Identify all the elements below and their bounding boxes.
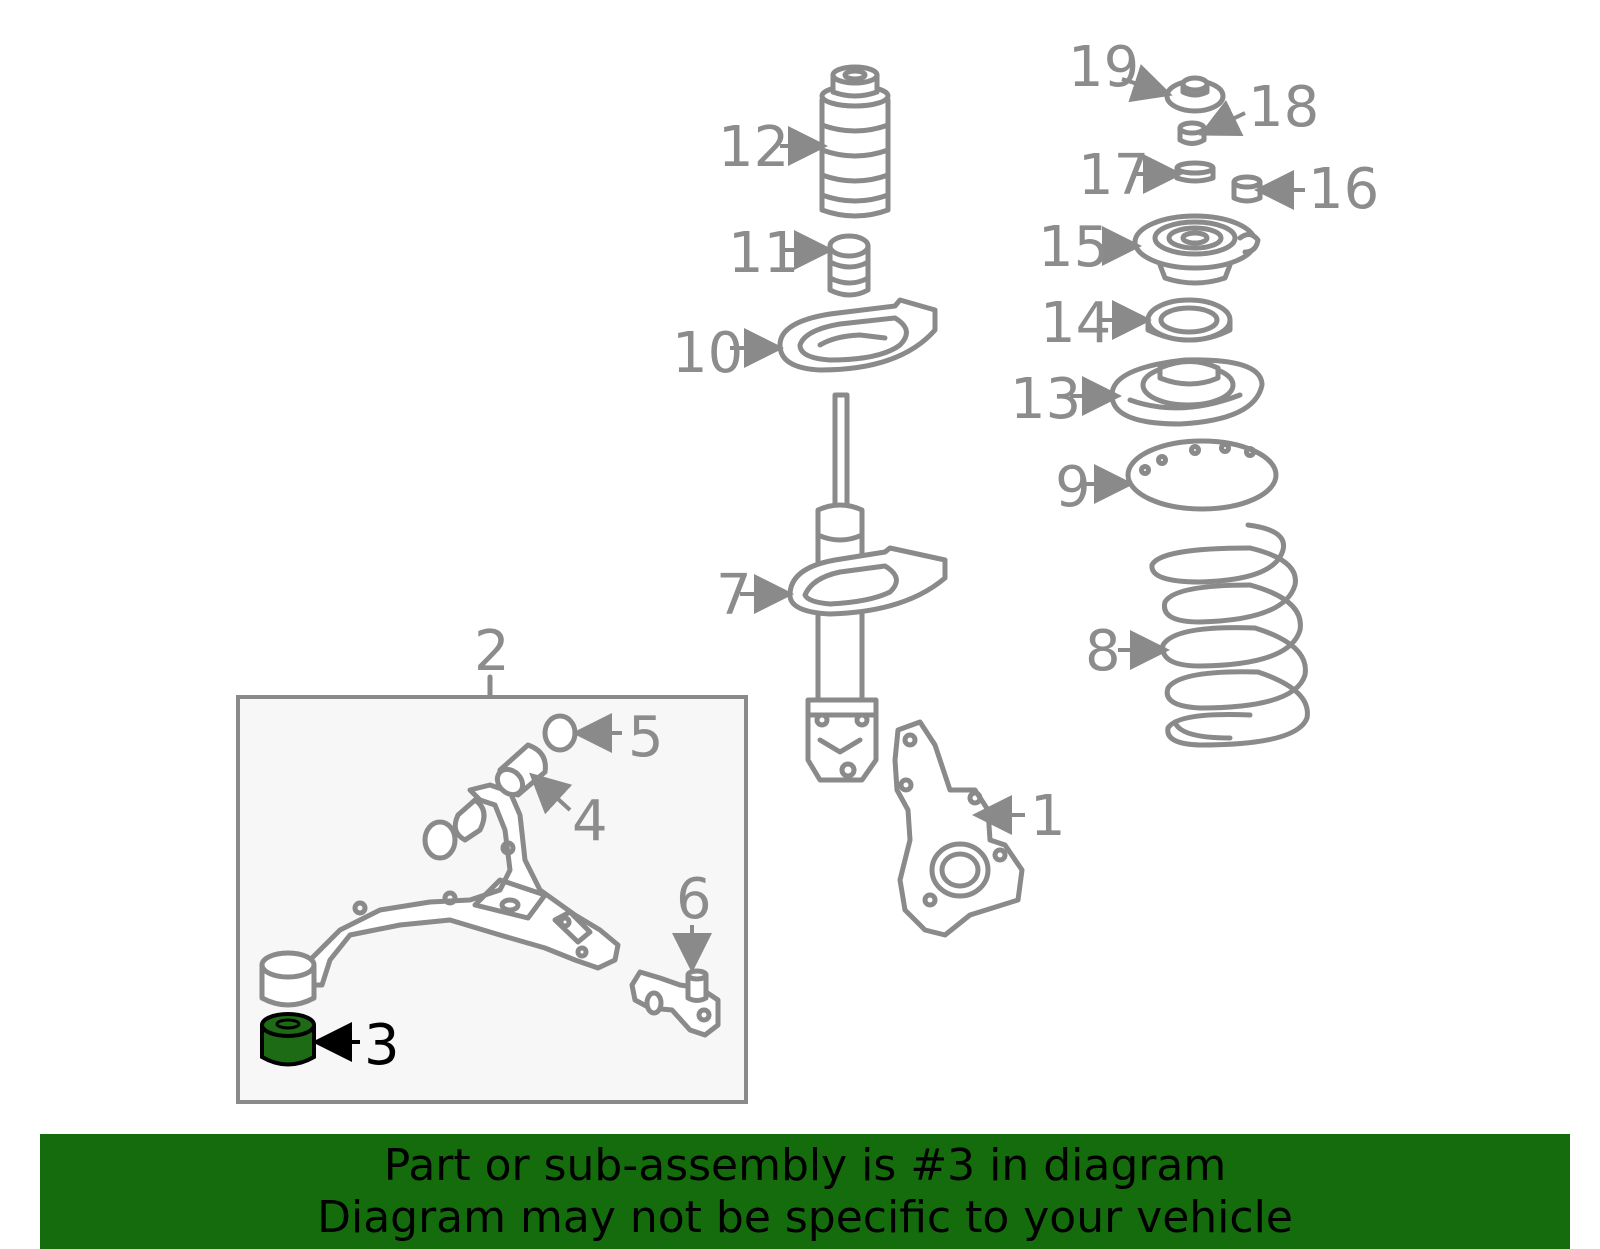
callout-9: 9: [1055, 455, 1091, 520]
part-19-top-mount-nut[interactable]: [1164, 75, 1226, 114]
part-17-washer[interactable]: [1174, 160, 1216, 184]
callout-12: 12: [718, 115, 789, 180]
part-3-bushing-highlighted[interactable]: [260, 1012, 316, 1067]
part-6-ball-joint[interactable]: [629, 968, 721, 1038]
callout-17: 17: [1078, 143, 1149, 208]
callout-13: 13: [1010, 367, 1081, 432]
callout-1: 1: [1030, 784, 1066, 849]
banner-line-1: Part or sub-assembly is #3 in diagram: [383, 1140, 1227, 1191]
callout-18: 18: [1248, 75, 1319, 140]
callout-8: 8: [1085, 619, 1121, 684]
callout-3: 3: [364, 1013, 400, 1078]
callout-16: 16: [1308, 157, 1379, 222]
callout-6: 6: [676, 867, 712, 932]
info-banner: Part or sub-assembly is #3 in diagram Di…: [40, 1134, 1570, 1249]
part-11-bumper[interactable]: [827, 233, 871, 298]
part-4-bushing[interactable]: [492, 742, 548, 800]
part-15-strut-mount[interactable]: [1132, 213, 1261, 286]
part-10-spring-insulator[interactable]: [777, 297, 938, 373]
part-1-steering-knuckle[interactable]: [892, 719, 1025, 938]
callout-19: 19: [1068, 35, 1139, 100]
banner-line-2: Diagram may not be specific to your vehi…: [317, 1192, 1293, 1243]
callout-11: 11: [728, 221, 799, 286]
part-12-dust-boot[interactable]: [819, 64, 891, 219]
part-16-bushing[interactable]: [1231, 174, 1263, 204]
callout-15: 15: [1038, 215, 1109, 280]
callout-14: 14: [1040, 291, 1111, 356]
part-9-spring-pad[interactable]: [1125, 438, 1279, 512]
part-14-strut-bearing[interactable]: [1145, 297, 1233, 343]
part-8-coil-spring[interactable]: [1149, 522, 1310, 748]
part-2-lower-control-arm[interactable]: [259, 782, 621, 1008]
part-18-spacer[interactable]: [1177, 120, 1207, 146]
callout-4: 4: [572, 789, 608, 854]
callout-7: 7: [716, 563, 752, 628]
callout-10: 10: [672, 321, 743, 386]
part-7-strut-assembly[interactable]: [787, 392, 948, 783]
part-5-bushing[interactable]: [542, 713, 578, 753]
part-13-upper-spring-seat[interactable]: [1109, 357, 1265, 427]
callout-2: 2: [474, 619, 510, 684]
callout-5: 5: [628, 705, 664, 770]
